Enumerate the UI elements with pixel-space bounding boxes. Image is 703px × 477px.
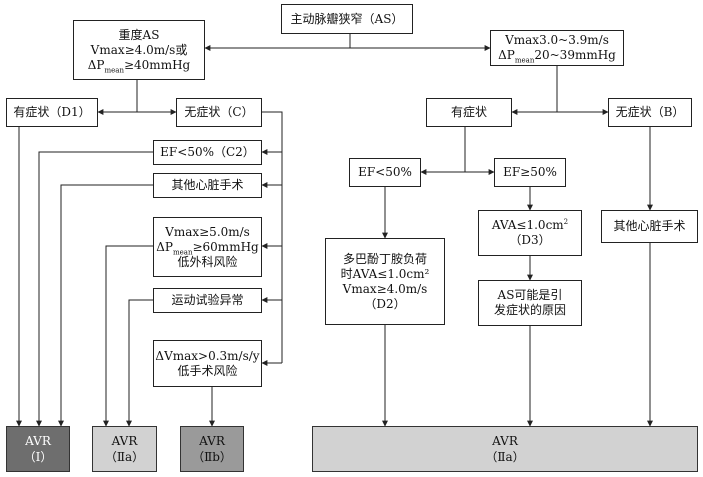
mod-asymptomatic-b-label: 无症状（B）	[615, 105, 685, 119]
avr-class2a-right-line2: （Ⅱa）	[485, 450, 525, 464]
severe-as-box: 重度AS Vmax≥4.0m/s或 ΔPmean≥40mmHg	[73, 20, 205, 80]
line-c-trunk	[262, 111, 283, 363]
arrow-other-to-avr1	[58, 184, 153, 427]
aortic-stenosis-label: 主动脉瓣狭窄（AS）	[290, 11, 404, 26]
other-surgery-box-right: 其他心脏手术	[601, 210, 698, 243]
vmax-high-line2: ΔPmean≥60mmHg	[156, 239, 259, 256]
delta-vmax-line2: 低手术风险	[177, 363, 238, 378]
ava-d3-line2: （D3）	[509, 233, 551, 247]
other-surgery-label-left: 其他心脏手术	[171, 178, 244, 192]
ef-c2-label: EF<50%（C2）	[160, 145, 255, 159]
asymptomatic-c-label: 无症状（C）	[184, 105, 254, 119]
ava-d3-line1: AVA≤1.0cm2	[491, 218, 569, 232]
avr-class2a-left-line1: AVR	[111, 434, 138, 448]
moderate-as-vmax: Vmax3.0~3.9m/s	[505, 33, 609, 47]
avr-class1-line1: AVR	[25, 434, 51, 448]
asymptomatic-c-box: 无症状（C）	[176, 98, 262, 127]
mod-symptomatic-label: 有症状	[450, 105, 487, 119]
avr-class1-line2: （Ⅰ）	[23, 450, 53, 464]
other-surgery-box-left: 其他心脏手术	[153, 173, 262, 198]
symptomatic-d1-box: 有症状（D1）	[6, 98, 98, 127]
dobutamine-d2-box: 多巴酚丁胺负荷 时AVA≤1.0cm² Vmax≥4.0m/s （D2）	[325, 238, 445, 325]
avr-class2b-line1: AVR	[199, 434, 225, 448]
ef-ok-label: EF≥50%	[503, 165, 557, 179]
delta-vmax-line1: ΔVmax>0.3m/s/y	[155, 348, 260, 363]
avr-class2a-left-line2: （Ⅱa）	[104, 450, 145, 464]
vmax-high-line1: Vmax≥5.0m/s	[165, 224, 250, 239]
severe-as-title: 重度AS	[118, 27, 160, 42]
arrow-ef-to-avr1	[36, 151, 153, 427]
vmax-high-box: Vmax≥5.0m/s ΔPmean≥60mmHg 低外科风险	[153, 217, 262, 277]
avr-class1-box: AVR （Ⅰ）	[6, 426, 70, 472]
arrow-vmax-to-avr2a	[103, 245, 153, 427]
moderate-as-gradient: ΔPmean20~39mmHg	[498, 48, 616, 65]
exercise-test-label: 运动试验异常	[171, 293, 244, 307]
delta-vmax-box: ΔVmax>0.3m/s/y 低手术风险	[153, 340, 262, 387]
ef-c2-box: EF<50%（C2）	[153, 140, 262, 165]
dobutamine-line3: Vmax≥4.0m/s	[342, 281, 428, 296]
arrow-exercise-to-avr2a	[126, 299, 153, 427]
as-cause-line2: 发症状的原因	[493, 303, 566, 317]
ef-low-label: EF<50%	[358, 165, 412, 179]
ava-d3-box: AVA≤1.0cm2 （D3）	[478, 210, 582, 256]
severe-as-vmax: Vmax≥4.0m/s或	[90, 42, 188, 57]
ef-ok-box: EF≥50%	[494, 158, 566, 187]
avr-class2b-box: AVR （Ⅱb）	[180, 426, 244, 472]
avr-class2b-line2: （Ⅱb）	[192, 450, 232, 464]
ef-low-box: EF<50%	[349, 158, 421, 187]
symptomatic-d1-label: 有症状（D1）	[13, 105, 91, 119]
dobutamine-line1: 多巴酚丁胺负荷	[342, 251, 427, 266]
dobutamine-line4: （D2）	[364, 296, 406, 311]
aortic-stenosis-box: 主动脉瓣狭窄（AS）	[281, 4, 413, 34]
severe-as-gradient: ΔPmean≥40mmHg	[87, 57, 191, 74]
other-surgery-label-right: 其他心脏手术	[613, 219, 686, 233]
avr-class2a-box-left: AVR （Ⅱa）	[92, 426, 157, 472]
avr-class2a-box-right: AVR （Ⅱa）	[312, 426, 698, 472]
exercise-test-box: 运动试验异常	[153, 288, 262, 313]
mod-asymptomatic-b-box: 无症状（B）	[608, 98, 692, 127]
vmax-high-line3: 低外科风险	[177, 254, 238, 269]
moderate-as-box: Vmax3.0~3.9m/s ΔPmean20~39mmHg	[490, 30, 624, 66]
mod-symptomatic-box: 有症状	[426, 98, 512, 127]
as-cause-box: AS可能是引 发症状的原因	[478, 280, 582, 326]
as-cause-line1: AS可能是引	[497, 288, 563, 302]
avr-class2a-right-line1: AVR	[492, 434, 518, 448]
dobutamine-line2: 时AVA≤1.0cm²	[340, 266, 430, 281]
